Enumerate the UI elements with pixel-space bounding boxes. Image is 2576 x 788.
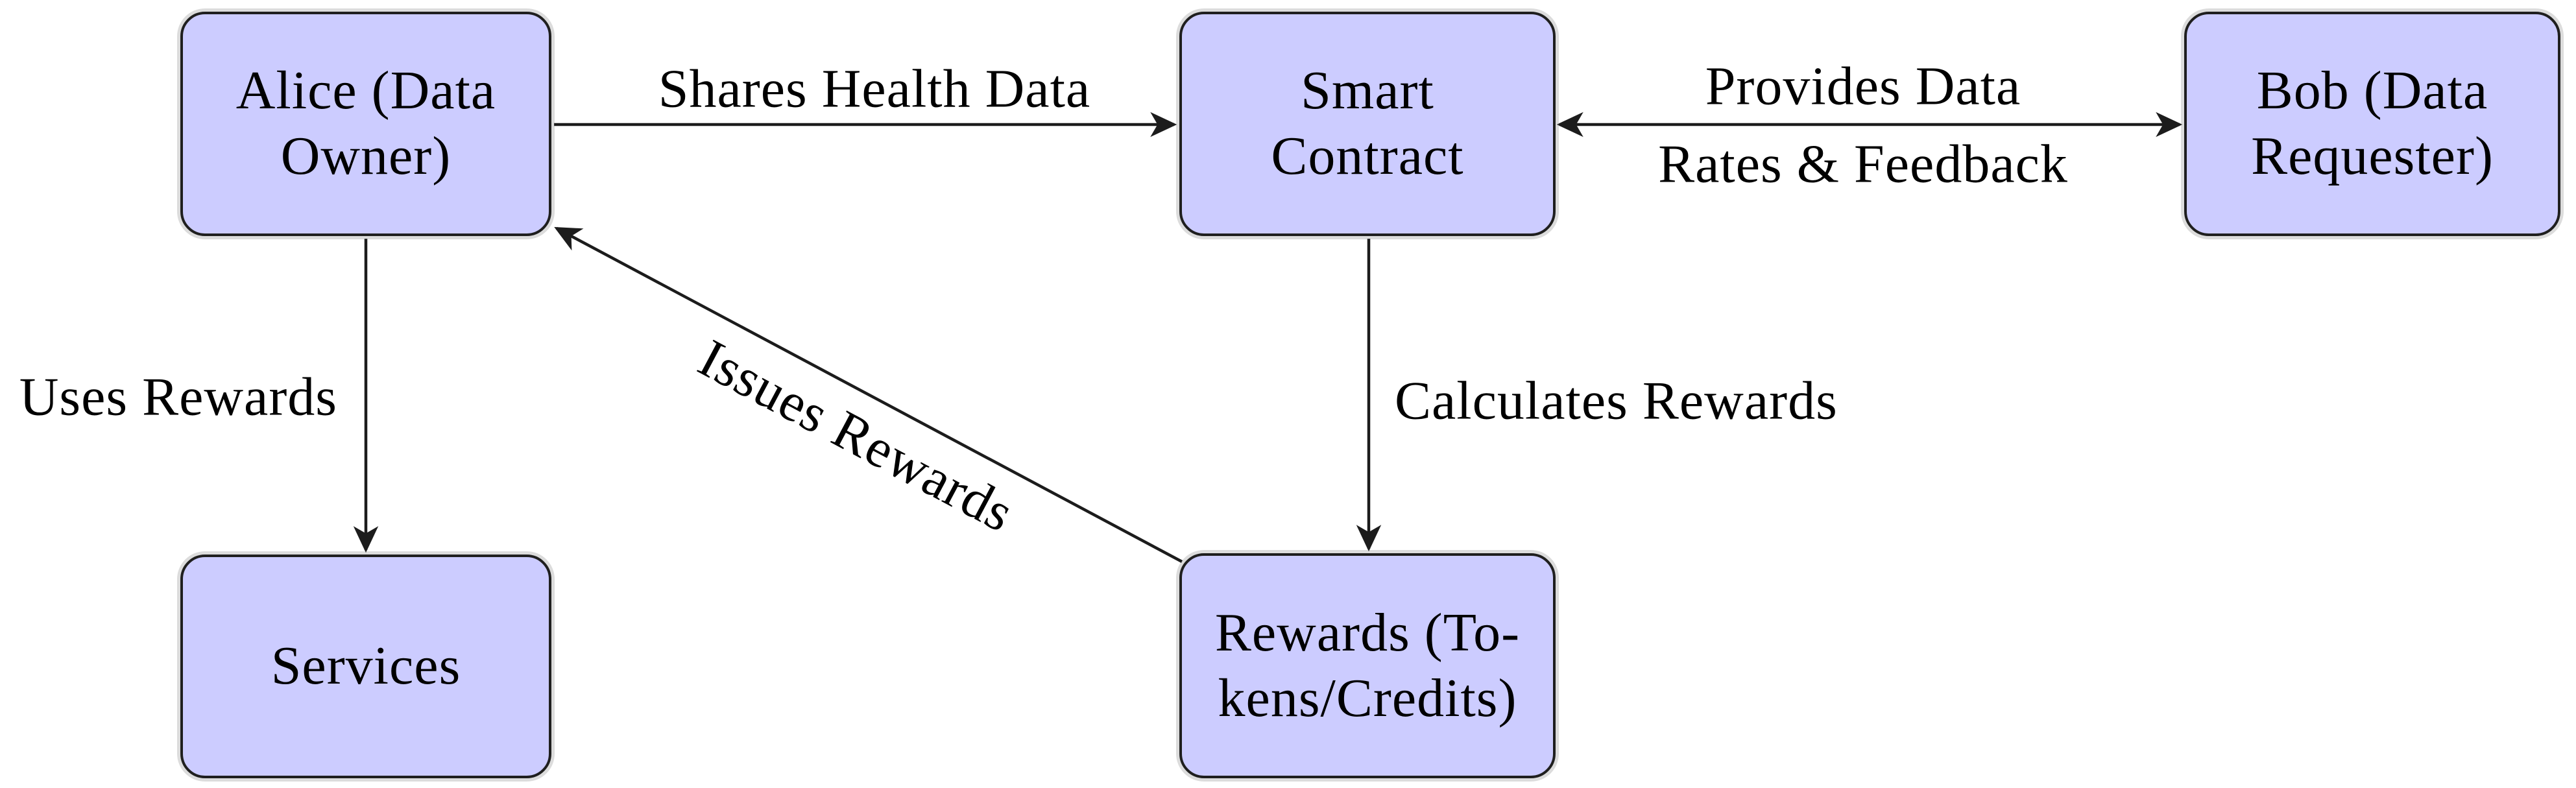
node-rewards-tokens-credits: Rewards (To- kens/Credits): [1179, 553, 1556, 778]
node-alice-label: Alice (Data Owner): [235, 60, 496, 186]
edge-label-shares-health-data: Shares Health Data: [658, 58, 1091, 119]
edge-label-calculates-rewards: Calculates Rewards: [1395, 370, 1838, 431]
edge-label-provides-data: Provides Data: [1705, 56, 2021, 117]
node-smart-contract-label: Smart Contract: [1271, 60, 1464, 186]
node-rewards-label: Rewards (To- kens/Credits): [1214, 602, 1521, 728]
node-services-label: Services: [271, 636, 461, 697]
node-bob-label: Bob (Data Requester): [2251, 60, 2494, 186]
node-alice-data-owner: Alice (Data Owner): [180, 12, 551, 236]
node-services: Services: [180, 555, 551, 778]
edge-label-rates-and-feedback: Rates & Feedback: [1658, 134, 2068, 195]
edge-issues-rewards-arrow: [554, 226, 1183, 563]
node-bob-data-requester: Bob (Data Requester): [2184, 12, 2560, 236]
node-smart-contract: Smart Contract: [1179, 12, 1556, 236]
edge-label-uses-rewards: Uses Rewards: [19, 366, 337, 427]
